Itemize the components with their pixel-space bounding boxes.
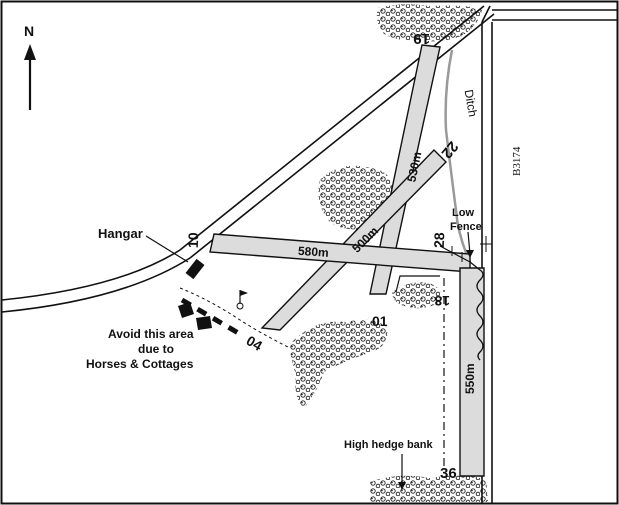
hangar-pointer [145, 235, 189, 263]
avoid-label-line1: Avoid this area [108, 327, 194, 341]
low-fence-line [439, 245, 471, 263]
low-fence-label-line2: Fence [450, 221, 482, 233]
north-arrow-icon [24, 44, 36, 60]
ditch-label: Ditch [462, 88, 481, 117]
runway-length-530: 530m [404, 150, 424, 183]
runways [209, 44, 485, 477]
runway-28-label: 28 [431, 232, 448, 248]
windsock-base [236, 302, 244, 310]
windsock-flag-icon [240, 290, 248, 296]
woodland-south [290, 319, 388, 408]
ditch-line [444, 49, 472, 263]
hedge-label: High hedge bank [344, 439, 434, 451]
runway-19-label: 19 [413, 30, 430, 47]
runway-04-22 [260, 149, 447, 331]
avoid-area-markers [180, 297, 242, 337]
avoid-label-line3: Horses & Cottages [86, 357, 194, 371]
fence-posts [451, 236, 492, 262]
low-fence-label-line1: Low [452, 207, 474, 219]
runway-18-label: 18 [434, 293, 450, 309]
road-junction [481, 5, 491, 23]
low-fence-arrow-head [466, 250, 474, 258]
woodland-north [376, 4, 482, 42]
hedge-dotted [179, 287, 291, 349]
hangar-building [185, 258, 205, 280]
runway-length-550: 550m [463, 363, 477, 394]
runway-length-580: 580m [298, 244, 330, 260]
woodland-south-edge [370, 475, 488, 502]
hangar-label: Hangar [98, 226, 143, 241]
avoid-label-line2: due to [138, 342, 174, 356]
runway-18-36 [459, 267, 485, 477]
cottage-2 [196, 316, 212, 330]
runway-01-label: 01 [372, 313, 388, 329]
runway-36-label: 36 [440, 465, 457, 482]
diagonal-road-edge-2 [1, 13, 495, 313]
hedge-squiggle [469, 261, 484, 361]
runway-04-label: 04 [244, 332, 266, 354]
diagonal-road-edge-1 [1, 5, 485, 301]
hedge-pointer-head [398, 482, 406, 490]
runway-10-label: 10 [185, 232, 202, 248]
north-label: N [24, 23, 34, 39]
boundary-north [395, 275, 440, 293]
road-label: B3174 [511, 146, 523, 176]
woodland-east [392, 282, 442, 309]
cottage-1 [178, 302, 194, 318]
